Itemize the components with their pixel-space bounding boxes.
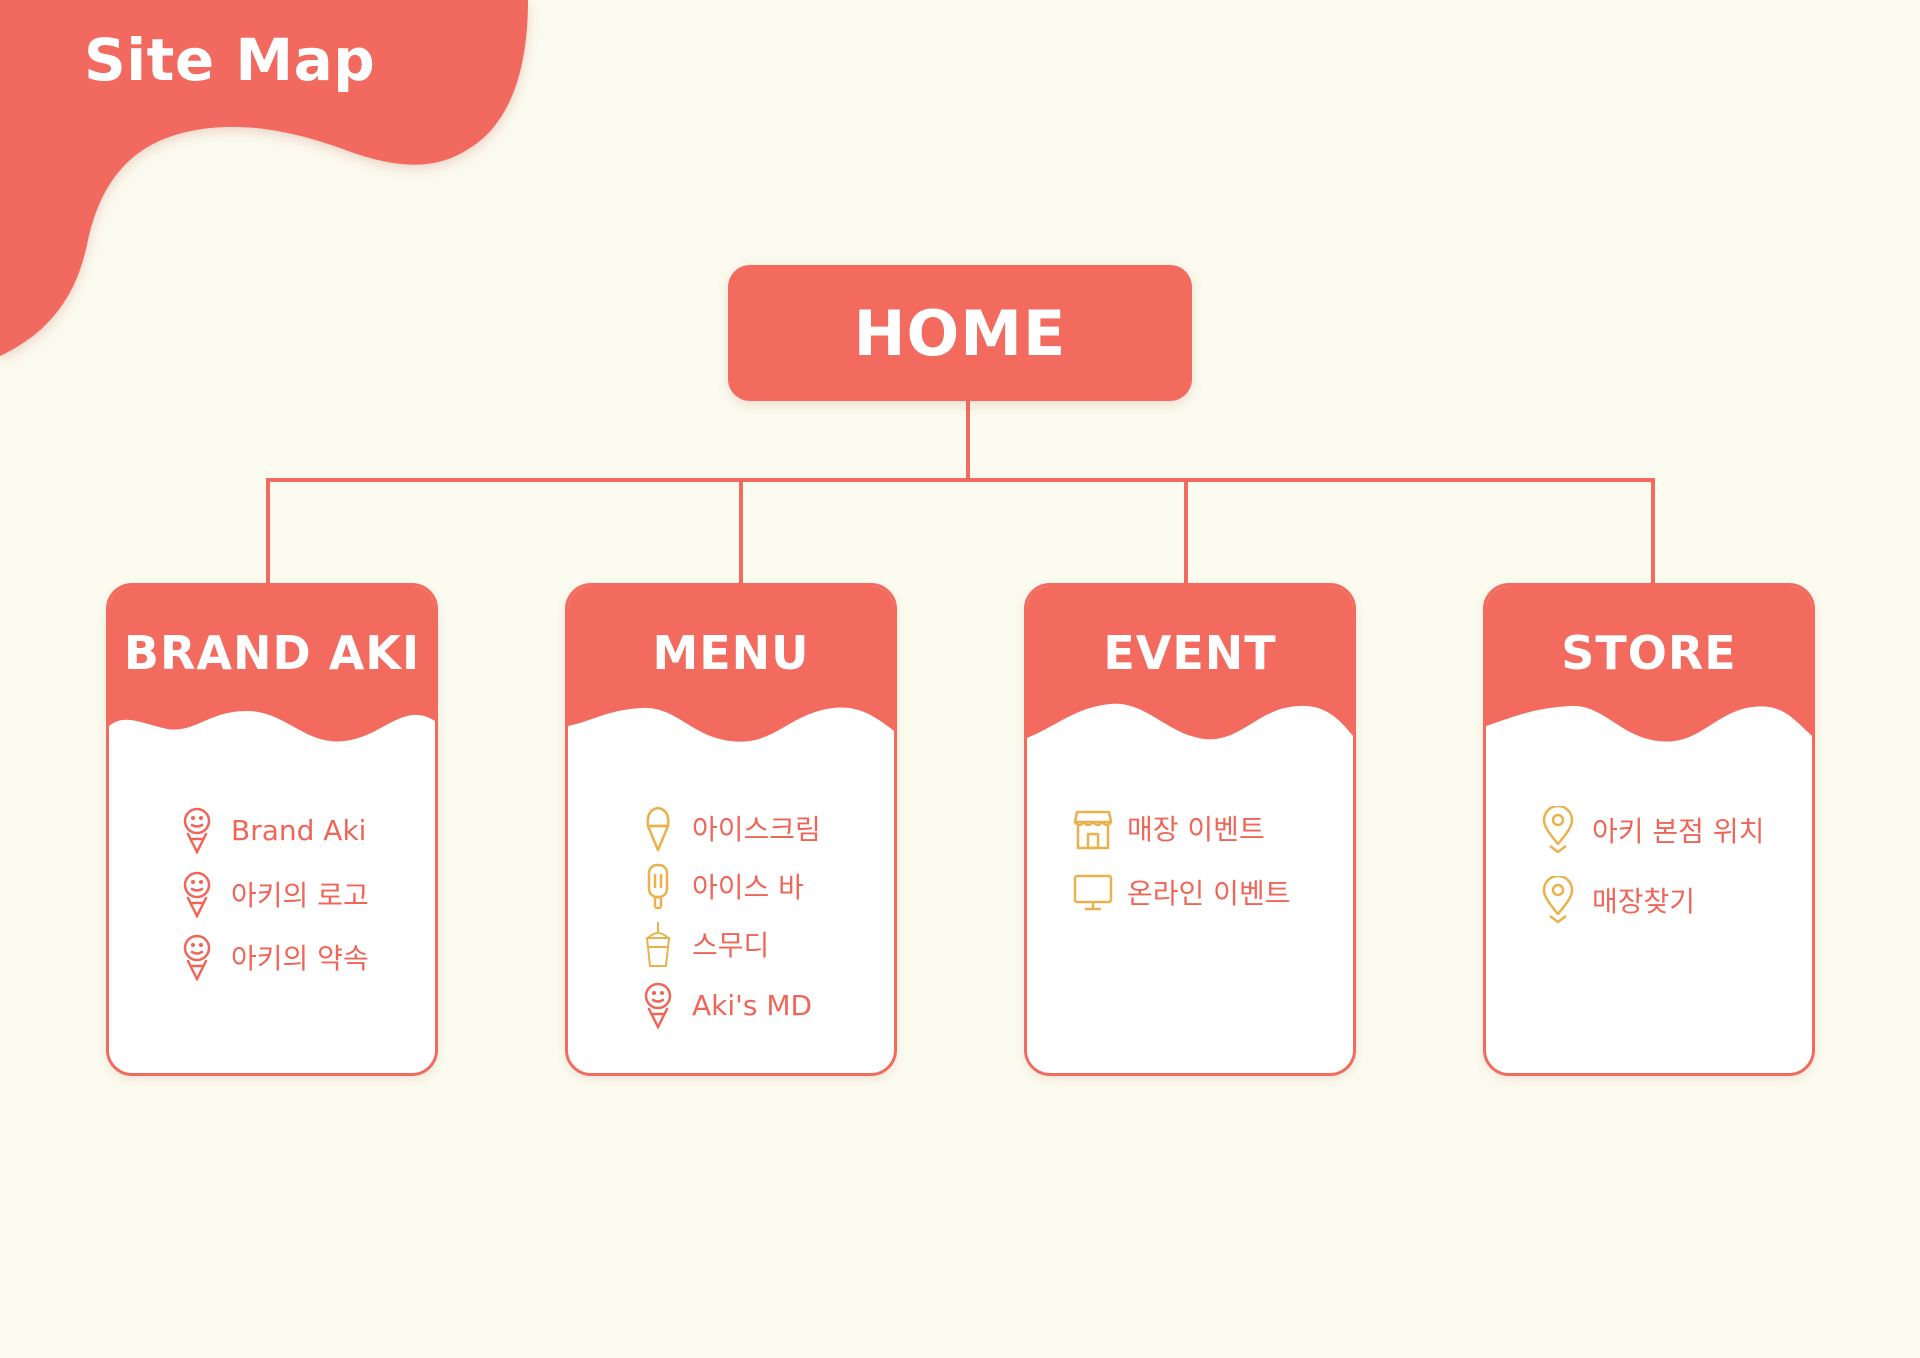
card-header: [1027, 586, 1353, 766]
item-label: 스무디: [692, 929, 770, 962]
section-title: BRAND AKI: [123, 626, 421, 680]
section-card-event[interactable]: EVENT 매장 이벤트 온라인 이벤트: [1024, 583, 1356, 1076]
section-title: STORE: [1561, 626, 1737, 680]
list-item[interactable]: 매장찾기: [1538, 876, 1695, 924]
list-item[interactable]: 아이스 바: [638, 862, 804, 910]
ice-cream-cone-icon: [177, 870, 217, 918]
item-label: Aki's MD: [692, 988, 813, 1022]
card-header: [109, 586, 435, 766]
corner-blob: [0, 0, 528, 356]
card-header: [1486, 586, 1812, 766]
page-title: Site Map: [84, 26, 376, 94]
item-label: 아키 본점 위치: [1592, 815, 1765, 848]
section-card-store[interactable]: STORE 아키 본점 위치 매장찾기: [1483, 583, 1815, 1076]
item-label: 매장찾기: [1592, 885, 1696, 918]
home-node[interactable]: HOME: [728, 265, 1192, 401]
item-label: 매장 이벤트: [1127, 813, 1265, 846]
list-item[interactable]: 온라인 이벤트: [1073, 868, 1290, 916]
list-item[interactable]: 아키의 로고: [177, 870, 369, 918]
section-title: EVENT: [1103, 626, 1277, 680]
location-pin-icon: [1538, 876, 1578, 924]
item-label: 온라인 이벤트: [1127, 877, 1291, 910]
card-header: [568, 586, 894, 766]
location-pin-icon: [1538, 806, 1578, 854]
item-label: 아이스크림: [692, 813, 821, 846]
section-title: MENU: [652, 626, 810, 680]
list-item[interactable]: 매장 이벤트: [1073, 804, 1265, 852]
item-label: 아이스 바: [692, 871, 804, 904]
popsicle-icon: [638, 862, 678, 910]
list-item[interactable]: 스무디: [638, 920, 769, 968]
list-item[interactable]: Aki's MD: [638, 981, 812, 1029]
item-label: 아키의 로고: [231, 879, 369, 912]
ice-cream-cone-icon: [177, 806, 217, 854]
item-label: Brand Aki: [231, 813, 367, 847]
store-icon: [1073, 804, 1113, 852]
item-label: 아키의 약속: [231, 942, 369, 975]
ice-cream-cone-icon: [177, 933, 217, 981]
list-item[interactable]: Brand Aki: [177, 806, 366, 854]
ice-cream-cone-icon: [638, 981, 678, 1029]
section-card-menu[interactable]: MENU 아이스크림 아이스 바 스무디 Aki's MD: [565, 583, 897, 1076]
monitor-icon: [1073, 868, 1113, 916]
ice-cream-icon: [638, 804, 678, 852]
list-item[interactable]: 아키의 약속: [177, 933, 369, 981]
list-item[interactable]: 아이스크림: [638, 804, 821, 852]
list-item[interactable]: 아키 본점 위치: [1538, 806, 1764, 854]
smoothie-cup-icon: [638, 920, 678, 968]
section-card-brand-aki[interactable]: BRAND AKI Brand Aki 아키의 로고 아키의 약속: [106, 583, 438, 1076]
